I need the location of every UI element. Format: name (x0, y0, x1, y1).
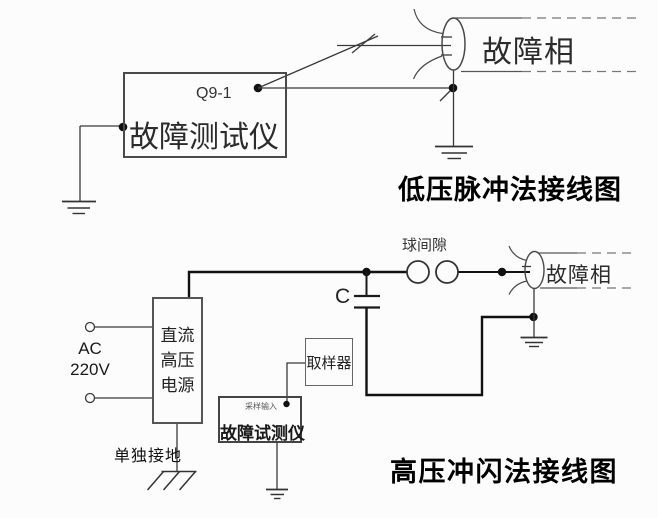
capacitor-label: C (335, 285, 351, 308)
sampler-box: 取样器 (305, 338, 353, 386)
tick-mark-core (351, 33, 376, 54)
sampler-label: 取样器 (306, 354, 352, 372)
power-label-line1: 直流 (160, 326, 195, 345)
wire-return-path (365, 307, 531, 397)
sample-input-label: 采样输入 (245, 402, 277, 411)
capacitor-icon (354, 272, 380, 309)
earth-icon-power (146, 470, 197, 491)
junction-dot-tester-left (118, 122, 128, 132)
top-diagram-title: 低压脉冲法接线图 (398, 175, 622, 205)
top-diagram-linework (62, 8, 638, 215)
ground-icon-tester2 (266, 488, 288, 500)
port-label: Q9-1 (196, 85, 232, 102)
terminal-circle-ac-top (84, 321, 96, 333)
dc-hv-power-box: 直流 高压 电源 (152, 297, 203, 424)
ac-source-label: AC 220V (61, 338, 119, 380)
cable-end-icon-bottom (508, 245, 545, 295)
ground-icon-right (435, 145, 473, 160)
fault-phase-label-top: 故障相 (482, 36, 575, 69)
junction-dot-cable-core (497, 267, 507, 277)
ground-icon-left (62, 200, 96, 215)
bottom-diagram-linework (84, 245, 636, 500)
fault-tester-box: Q9-1 故障测试仪 (123, 72, 287, 158)
terminal-circle-ac-bottom (84, 392, 96, 404)
wire-hv-bus (187, 270, 407, 297)
ball-gap-label: 球间隙 (402, 237, 448, 254)
spark-gap-icon (406, 260, 459, 284)
wire-q9-to-core (257, 35, 379, 89)
fault-tester2-label: 故障试测仪 (220, 424, 305, 443)
ac-label-line1: AC (78, 339, 102, 358)
ground-icon-cable (520, 336, 548, 348)
separate-ground-label: 单独接地 (114, 448, 183, 465)
power-label-line2: 高压 (160, 351, 195, 370)
cable-end-icon-top (412, 8, 466, 80)
fault-tester-label: 故障测试仪 (129, 121, 279, 154)
fault-tester2-box: 采样输入 故障试测仪 (218, 396, 305, 443)
wire-sampler-to-tester (286, 362, 305, 402)
power-label-line3: 电源 (160, 376, 195, 395)
fault-phase-label-bottom: 故障相 (546, 264, 612, 287)
ac-label-line2: 220V (70, 360, 110, 379)
bottom-diagram-title: 高压冲闪法接线图 (390, 457, 618, 487)
junction-dot-sample-input (283, 400, 290, 408)
